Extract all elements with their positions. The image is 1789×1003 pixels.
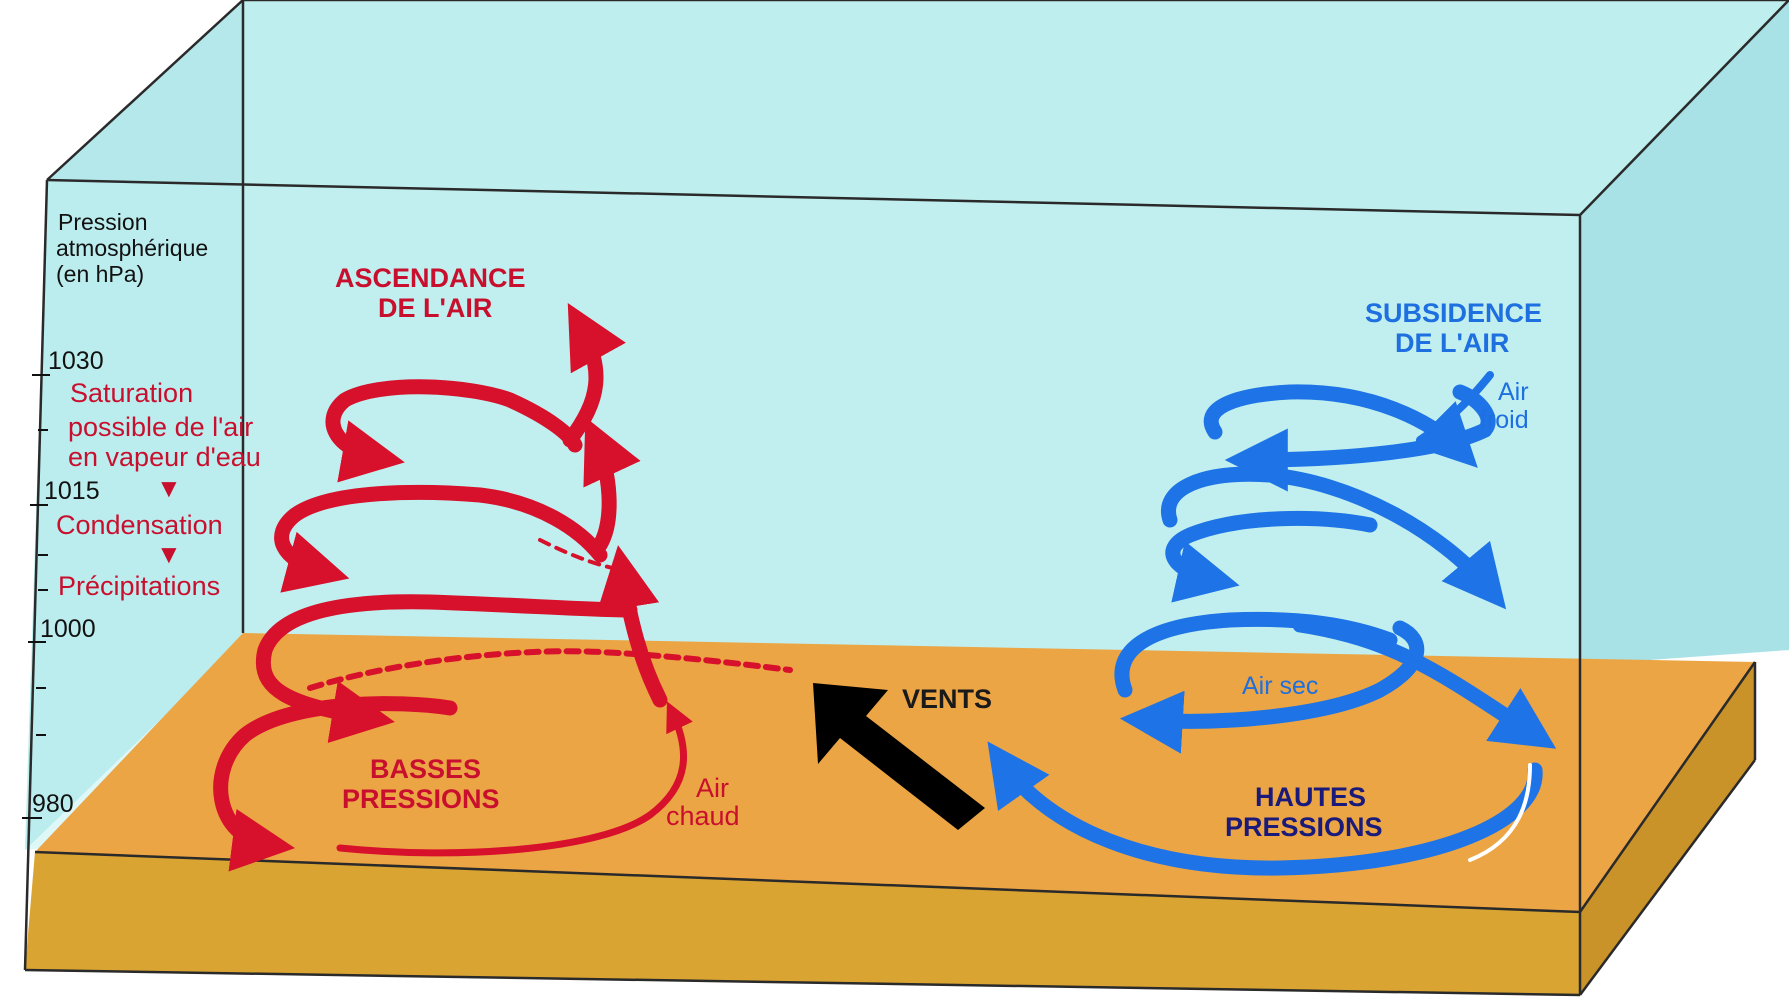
down-arrow-icon-1: ▼	[156, 473, 182, 503]
red-ground-front	[336, 701, 693, 857]
air-froid-line1: Air	[1498, 378, 1529, 406]
tick-label-1000: 1000	[40, 615, 96, 643]
axis-title-line3: (en hPa)	[56, 261, 144, 287]
precipitations-label: Précipitations	[58, 571, 220, 601]
air-froid-line2: froid	[1480, 406, 1529, 434]
axis-tick-marks	[22, 374, 50, 819]
subsidence-title-line2: DE L'AIR	[1395, 328, 1509, 358]
axis-title-line2: atmosphérique	[56, 235, 208, 261]
red-dashed-arc-2	[538, 538, 622, 572]
tick-label-1030: 1030	[48, 347, 104, 375]
ascendance-title-line2: DE L'AIR	[378, 293, 492, 323]
red-loop-2	[274, 484, 608, 593]
process-steps: Saturation possible de l'air en vapeur d…	[56, 378, 261, 601]
blue-top-stroke	[1416, 371, 1494, 444]
blue-descend-3	[1203, 384, 1478, 468]
wind-arrow-icon	[813, 683, 985, 830]
tick-label-1015: 1015	[44, 477, 100, 505]
blue-loop-1-back	[1114, 611, 1398, 698]
pressure-axis: Pression atmosphérique (en hPa) 1030 101…	[22, 209, 208, 819]
blue-ground-loop	[987, 741, 1543, 876]
tick-label-980: 980	[32, 790, 74, 818]
blue-loop-2	[1165, 510, 1378, 603]
air-chaud-line1: Air	[696, 773, 729, 803]
red-rise-1	[596, 545, 668, 708]
hautes-pressions-line2: PRESSIONS	[1225, 812, 1383, 842]
red-rise-3	[562, 302, 626, 448]
down-arrow-icon-2: ▼	[156, 539, 182, 569]
saturation-line1: Saturation	[70, 378, 193, 408]
basses-pressions-line2: PRESSIONS	[342, 784, 500, 814]
red-loop-1	[255, 594, 638, 744]
air-sec-label: Air sec	[1242, 672, 1318, 700]
condensation-label: Condensation	[56, 510, 223, 540]
saturation-line2: possible de l'air	[68, 412, 253, 442]
sky-right-wall	[1580, 0, 1789, 665]
red-rise-2	[583, 417, 641, 553]
red-loop-3	[325, 379, 583, 483]
blue-ground-thin	[1468, 763, 1532, 862]
hautes-pressions-line1: HAUTES	[1255, 782, 1366, 812]
box-edges	[23, 0, 1789, 997]
low-pressure-spiral	[213, 302, 793, 872]
subsidence-title-line1: SUBSIDENCE	[1365, 298, 1542, 328]
ascendance-title-line1: ASCENDANCE	[335, 263, 526, 293]
blue-loop-1	[1119, 620, 1425, 754]
saturation-line3: en vapeur d'eau	[68, 442, 261, 472]
red-dashed-arc-1	[307, 648, 793, 691]
basses-pressions-line1: BASSES	[370, 754, 481, 784]
vents-label: VENTS	[902, 684, 992, 714]
high-pressure-spiral	[987, 371, 1557, 876]
axis-title-line1: Pression	[58, 209, 147, 235]
ground-side	[1580, 662, 1755, 995]
air-chaud-line2: chaud	[666, 801, 740, 831]
ground-front	[25, 852, 1580, 995]
